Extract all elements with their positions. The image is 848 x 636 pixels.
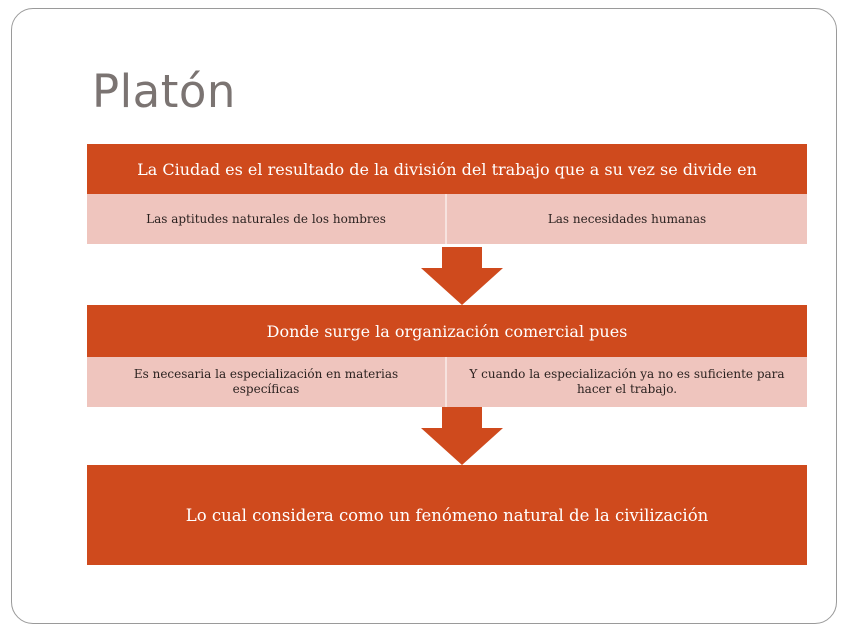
down-arrow-2-icon [421,407,503,465]
flow-block-3-header: Lo cual considera como un fenómeno natur… [87,465,807,565]
flow-block-1-header: La Ciudad es el resultado de la división… [87,144,807,194]
down-arrow-2-head [421,428,503,465]
down-arrow-1-head [421,268,503,305]
slide-canvas: Platón La Ciudad es el resultado de la d… [11,8,837,624]
flow-block-2-detail-right: Y cuando la especialización ya no es suf… [469,367,785,396]
down-arrow-1-shaft [442,247,482,269]
page-title: Platón [92,65,236,118]
flow-block-1-detail-right: Las necesidades humanas [547,211,707,226]
flow-block-2-header: Donde surge la organización comercial pu… [87,305,807,357]
flow-block-1-details: Las aptitudes naturales de los hombres L… [87,194,807,244]
flow-block-1: La Ciudad es el resultado de la división… [87,144,807,244]
flow-block-3: Lo cual considera como un fenómeno natur… [87,465,807,565]
down-arrow-2-shaft [442,407,482,429]
flow-block-1-detail-left: Las aptitudes naturales de los hombres [87,194,447,244]
flow-block-2-details: Es necesaria la especialización en mater… [87,357,807,407]
flow-block-2-detail-left: Es necesaria la especialización en mater… [87,357,447,407]
down-arrow-1-icon [421,247,503,305]
flow-block-2: Donde surge la organización comercial pu… [87,305,807,407]
